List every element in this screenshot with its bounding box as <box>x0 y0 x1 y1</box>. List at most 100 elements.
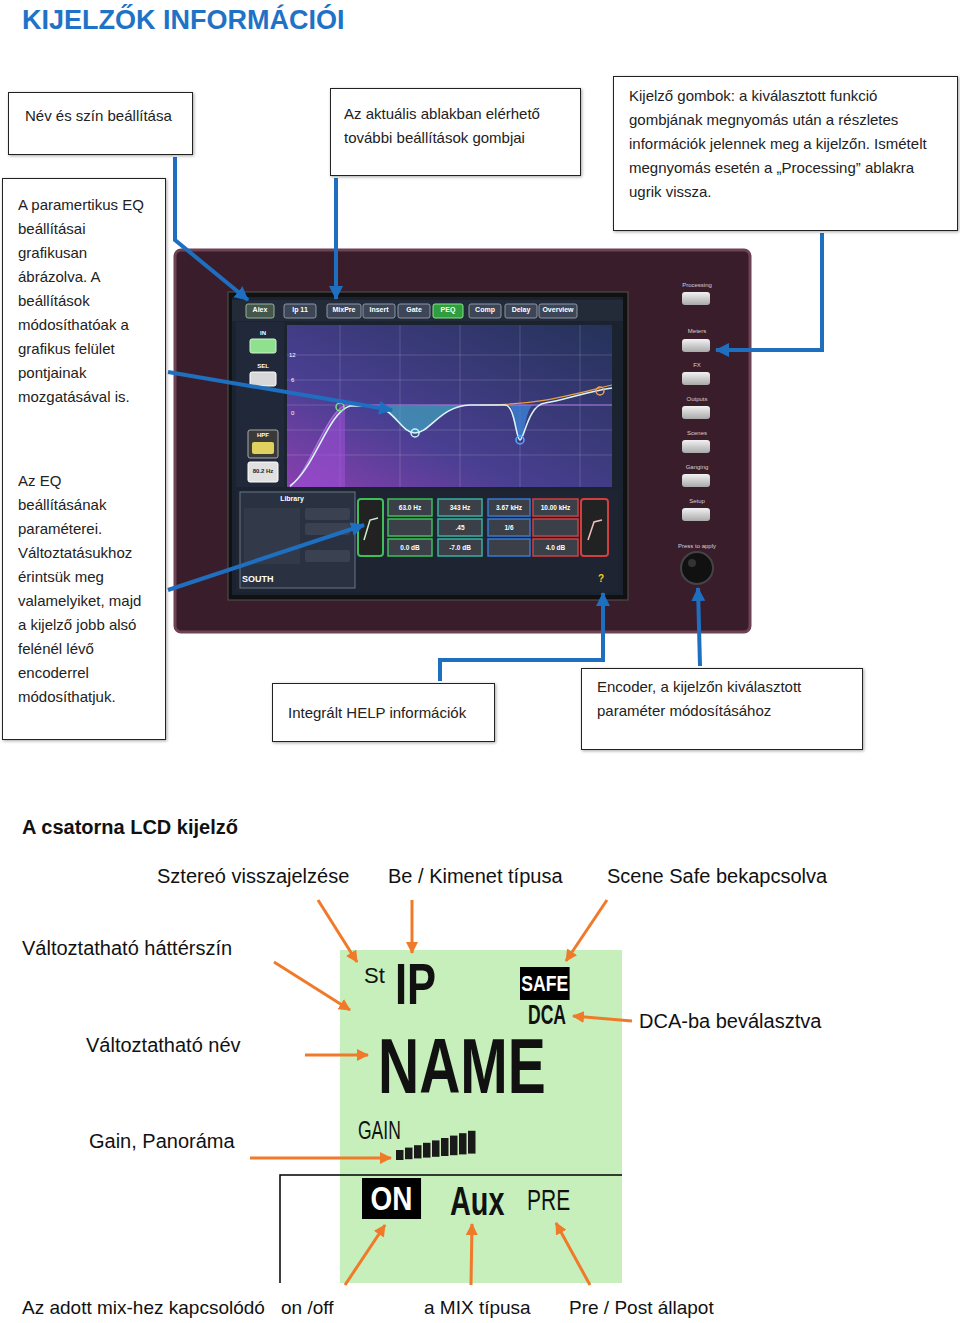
callout-label: Pre / Post állapot <box>569 1297 714 1320</box>
lcd-panel <box>340 950 622 1283</box>
mixer-screenshot <box>581 499 608 556</box>
button-label: Ganging <box>669 464 725 471</box>
button-label: Setup <box>669 498 725 505</box>
lcd-panel <box>340 950 622 1283</box>
mixer-screenshot <box>287 380 612 381</box>
lcd-text: NAME <box>378 1028 546 1105</box>
mixer-screenshot <box>580 325 581 487</box>
bracket-line <box>280 1175 622 1283</box>
lcd-text: PRE <box>527 1185 570 1215</box>
mixer-screenshot <box>248 462 278 482</box>
callout-label: Gain, Panoráma <box>89 1129 235 1153</box>
mixer-screenshot <box>488 539 530 556</box>
callout-label: Be / Kimenet típusa <box>388 864 563 888</box>
button-label: Press to apply <box>666 543 728 550</box>
mixer-screenshot <box>252 442 274 454</box>
callout-text: Az aktuális ablakban elérhető további be… <box>344 102 572 150</box>
callout-box: Integrált HELP információk <box>272 683 495 742</box>
mixer-screenshot <box>682 372 710 385</box>
mixer-screenshot <box>236 490 619 592</box>
lcd-arrow <box>274 962 350 1010</box>
tab-label: Overview <box>539 306 577 314</box>
parameter-value: .45 <box>438 524 482 532</box>
lcd-arrow <box>318 900 357 962</box>
callout-label: Az adott mix-hez kapcsolódó <box>22 1297 265 1320</box>
lcd-panel <box>450 1136 458 1156</box>
lcd-text: SAFE <box>520 967 570 1000</box>
lcd-text: IP <box>395 955 436 1013</box>
callout-text: Az EQ beállításának paraméterei. Változt… <box>18 469 152 709</box>
lcd-panel <box>459 1133 467 1154</box>
lcd-text: ON <box>362 1178 421 1219</box>
mixer-screenshot <box>682 508 710 521</box>
callout-text: Kijelző gombok: a kiválasztott funkció g… <box>629 84 949 204</box>
mixer-screenshot <box>336 403 344 411</box>
mixer-screenshot <box>305 550 350 562</box>
mixer-screenshot <box>596 387 604 395</box>
mixer-screenshot <box>688 559 696 567</box>
mixer-screenshot <box>287 355 612 356</box>
lcd-panel <box>396 1150 404 1160</box>
parameter-value: 10.00 kHz <box>533 504 578 512</box>
mixer-screenshot <box>682 292 710 305</box>
lcd-text: St <box>364 965 385 987</box>
lcd-arrow <box>556 1223 590 1285</box>
mixer-screenshot <box>480 385 612 405</box>
callout-text: Encoder, a kijelzőn kiválasztott paramét… <box>597 675 854 723</box>
mixer-screenshot <box>284 304 316 318</box>
page-title: KIJELZŐK INFORMÁCIÓI <box>22 4 345 36</box>
parameter-value: 3.67 kHz <box>488 504 530 512</box>
lcd-panel <box>414 1145 422 1158</box>
lcd-text: Aux <box>450 1181 504 1221</box>
parameter-value: 63.0 Hz <box>388 504 432 512</box>
callout-label: on /off <box>281 1297 333 1320</box>
mixer-screenshot <box>438 539 482 556</box>
callout-box: A paramertikus EQ beállításai grafikusan… <box>2 178 166 740</box>
mixer-screenshot <box>248 430 278 458</box>
mixer-screenshot <box>363 304 395 318</box>
mixer-screenshot <box>438 499 482 516</box>
callout-label: Sztereó visszajelzése <box>157 864 349 888</box>
parameter-value: 343 Hz <box>438 504 482 512</box>
mixer-screenshot <box>250 339 276 353</box>
mixer-screenshot <box>533 499 578 516</box>
parameter-value: -7.0 dB <box>438 544 482 552</box>
mixer-screenshot <box>175 250 750 632</box>
callout-text: A paramertikus EQ beállításai grafikusan… <box>18 193 152 409</box>
callout-label: Változtatható név <box>86 1033 241 1057</box>
leader-arrow <box>168 157 822 681</box>
callout-text: Integrált HELP információk <box>288 701 488 725</box>
lcd-text: DCA <box>528 1002 566 1029</box>
lcd-arrow <box>305 1054 368 1057</box>
mixer-screenshot <box>682 339 710 352</box>
lcd-panel <box>405 1148 413 1160</box>
lcd-arrow <box>345 1225 385 1285</box>
mixer-screenshot <box>175 250 750 632</box>
callout-label: DCA-ba beválasztva <box>639 1009 821 1033</box>
mixer-screenshot <box>287 325 612 487</box>
lcd-panel <box>423 1143 431 1158</box>
tab-label: MixPre <box>327 306 361 314</box>
tab-label: Insert <box>363 306 395 314</box>
button-label: Outputs <box>669 396 725 403</box>
leader-arrow <box>716 233 822 350</box>
mixer-screenshot <box>246 304 274 318</box>
mixer-screenshot <box>305 508 350 520</box>
lcd-arrow <box>411 900 414 953</box>
leader-arrow <box>440 593 603 681</box>
lcd-arrow <box>573 1016 632 1021</box>
leader-arrow <box>175 157 248 300</box>
button-label: Processing <box>669 282 725 289</box>
section-heading: A csatorna LCD kijelző <box>22 815 238 839</box>
mixer-screenshot <box>411 429 419 437</box>
callout-box: Név és szín beállítása <box>8 92 193 155</box>
lcd-arrow <box>250 1157 391 1160</box>
mixer-screenshot <box>250 372 276 386</box>
mixer-screenshot <box>488 519 530 536</box>
mixer-screenshot <box>681 552 713 584</box>
parameter-value: 0.0 dB <box>388 544 432 552</box>
mixer-screenshot <box>388 499 432 516</box>
mixer-screenshot <box>516 436 524 444</box>
lcd-panel <box>441 1138 449 1156</box>
